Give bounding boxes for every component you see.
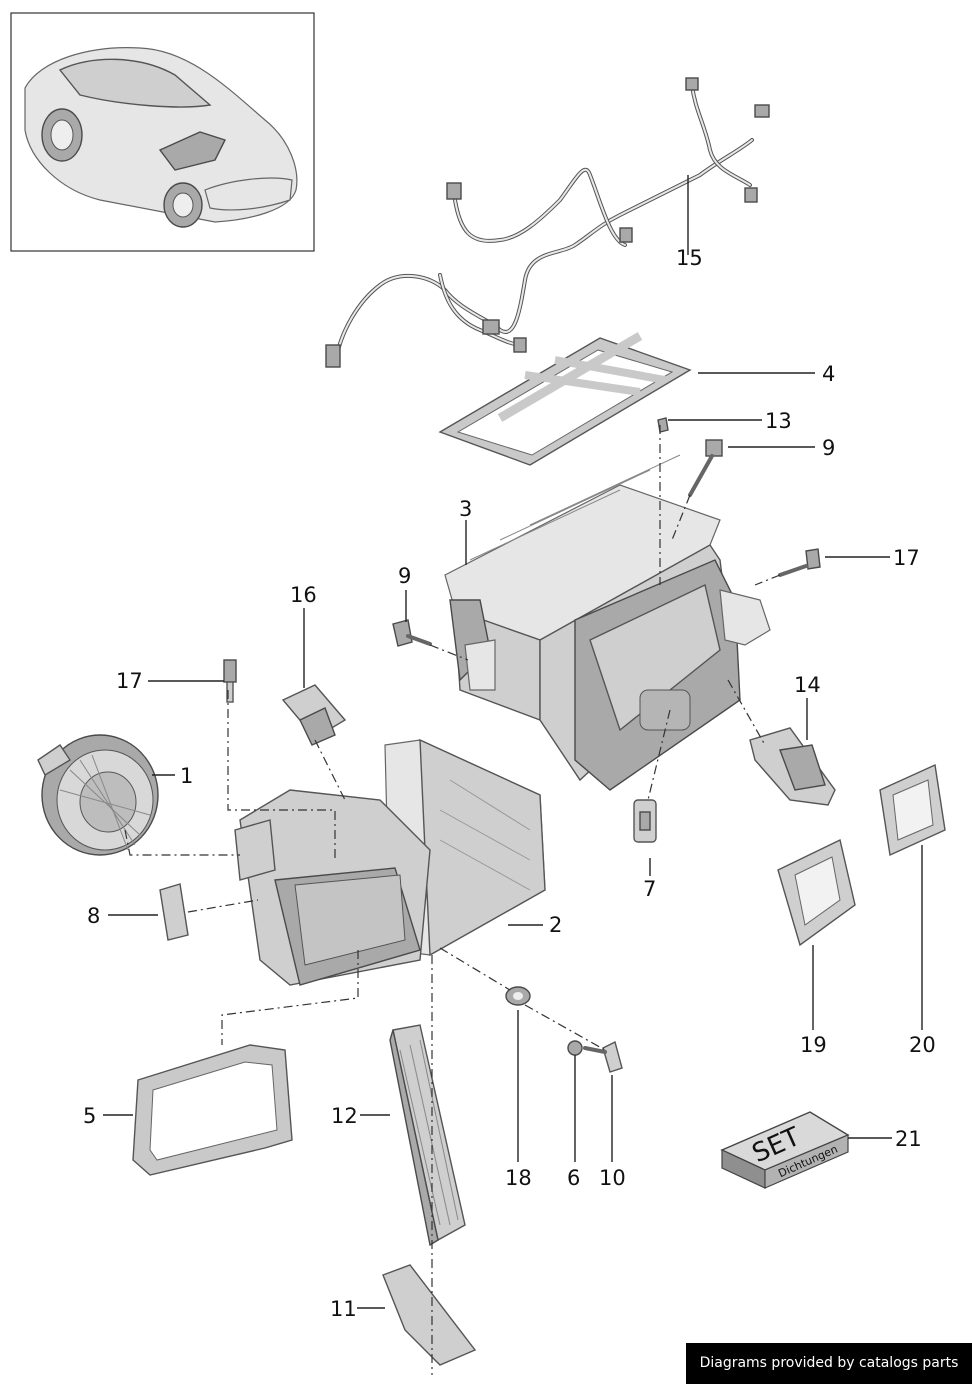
callout-11: 11 (330, 1297, 357, 1321)
callout-6: 6 (567, 1166, 580, 1190)
car-overview-inset (10, 12, 315, 252)
footer-credit: Diagrams provided by catalogs parts (686, 1343, 972, 1384)
callout-17-left: 17 (116, 669, 143, 693)
blower-motor-1 (37, 734, 159, 856)
actuator-14 (749, 727, 836, 806)
sensor-17-right (778, 548, 821, 577)
duct-seal-19 (777, 838, 856, 947)
callout-5: 5 (83, 1104, 96, 1128)
regulator-16 (281, 684, 347, 746)
leader-lines (103, 175, 923, 1309)
sensor-17-left (223, 659, 237, 703)
callout-7: 7 (643, 877, 656, 901)
seal-frame-5 (132, 1044, 293, 1176)
callout-10: 10 (599, 1166, 626, 1190)
callout-2: 2 (549, 913, 562, 937)
assembly-lines (124, 425, 781, 1375)
duct-seal-20 (879, 763, 946, 857)
seal-set-21: SET Dichtungen (720, 1111, 850, 1189)
sensor-7 (633, 799, 657, 843)
grommet-6 (567, 1040, 583, 1056)
callout-15: 15 (676, 246, 703, 270)
callout-20: 20 (909, 1033, 936, 1057)
callout-3: 3 (459, 497, 472, 521)
callout-8: 8 (87, 904, 100, 928)
connector-8 (159, 883, 189, 941)
grommet-18 (505, 986, 531, 1006)
callout-13: 13 (765, 409, 792, 433)
wiring-harness-15 (325, 77, 770, 368)
blower-housing-2 (234, 738, 546, 986)
callout-19: 19 (800, 1033, 827, 1057)
sensor-10 (583, 1040, 623, 1073)
callout-9-upper: 9 (822, 436, 835, 460)
sensor-9-upper (688, 439, 723, 497)
filter-frame-4 (438, 332, 692, 466)
evaporator-12 (389, 1024, 466, 1247)
bracket-11 (382, 1264, 477, 1366)
callout-12: 12 (331, 1104, 358, 1128)
callout-16: 16 (290, 583, 317, 607)
callout-21: 21 (895, 1127, 922, 1151)
callout-18: 18 (505, 1166, 532, 1190)
callout-labels: 15 4 13 9 3 17 9 16 17 14 1 7 8 2 19 20 … (83, 246, 936, 1321)
sensor-9-lower (392, 619, 432, 647)
callout-14: 14 (794, 673, 821, 697)
heater-unit-3 (444, 454, 771, 791)
callout-4: 4 (822, 362, 835, 386)
callout-17-right: 17 (893, 546, 920, 570)
callout-9-lower: 9 (398, 564, 411, 588)
callout-1: 1 (180, 764, 193, 788)
